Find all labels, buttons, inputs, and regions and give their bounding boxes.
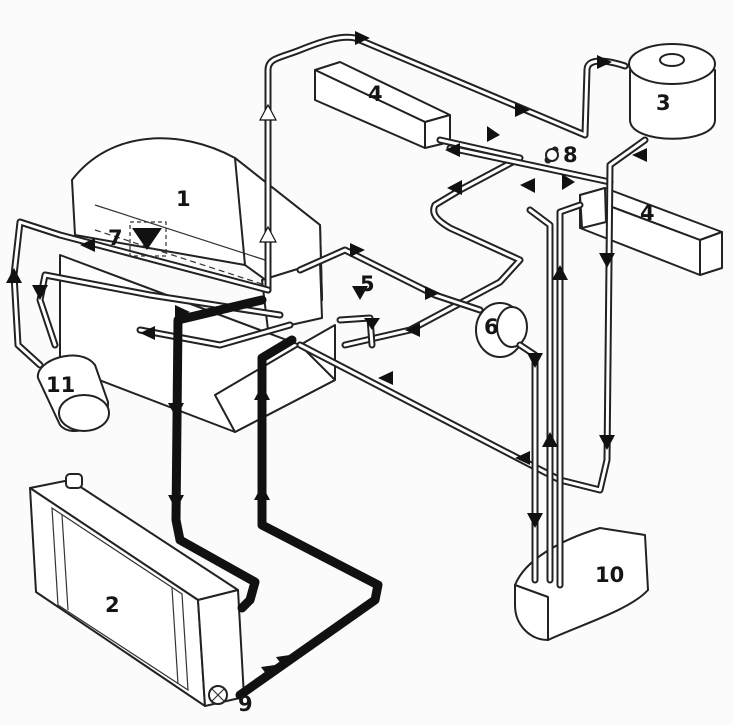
label-engine: 1 bbox=[176, 187, 191, 211]
radiator-hoses bbox=[171, 295, 383, 700]
label-filter: 11 bbox=[46, 373, 75, 397]
label-tap: 8 bbox=[563, 143, 578, 167]
radiator bbox=[29, 473, 245, 707]
label-radiator: 2 bbox=[105, 593, 120, 617]
expansion-tank bbox=[628, 43, 716, 140]
flow-arrows bbox=[6, 31, 647, 678]
drain-valve-icon bbox=[208, 685, 228, 705]
label-heater-core-right: 4 bbox=[640, 201, 655, 225]
heater-core-upper bbox=[314, 61, 451, 149]
label-tank-10: 10 bbox=[595, 563, 624, 587]
pump bbox=[475, 302, 528, 358]
component-labels: 1 2 3 4 4 5 6 7 8 9 10 11 bbox=[46, 82, 671, 716]
label-heater-core-upper: 4 bbox=[368, 82, 383, 106]
label-drain-valve: 9 bbox=[238, 692, 253, 716]
label-expansion-tank: 3 bbox=[656, 91, 671, 115]
thermostat bbox=[129, 221, 167, 257]
filter bbox=[36, 354, 110, 432]
label-thermostat: 7 bbox=[108, 226, 123, 250]
label-pump: 6 bbox=[484, 315, 499, 339]
label-valve-block: 5 bbox=[360, 272, 375, 296]
